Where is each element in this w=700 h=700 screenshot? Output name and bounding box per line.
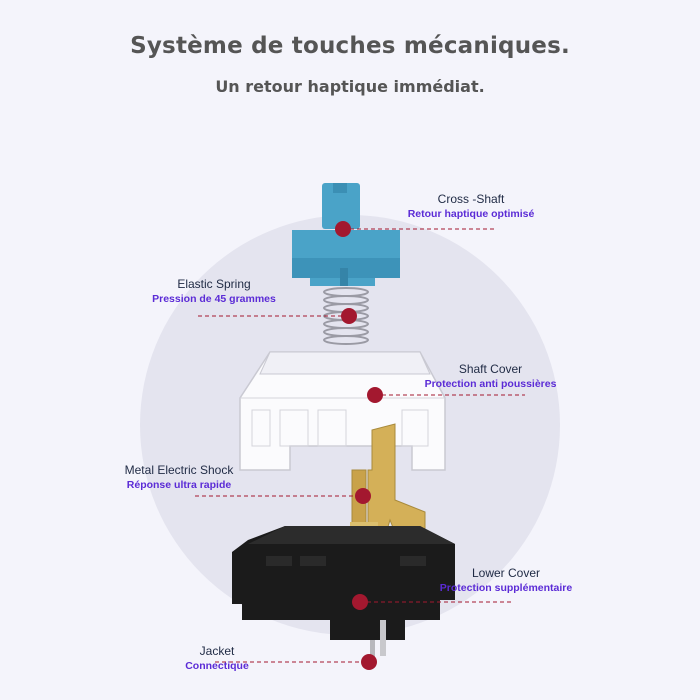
page-subtitle: Un retour haptique immédiat. bbox=[215, 77, 485, 96]
label-elastic-spring: Elastic Spring Pression de 45 grammes bbox=[148, 277, 280, 305]
marker-shaft-cover bbox=[367, 387, 383, 403]
leader-lines bbox=[195, 228, 525, 663]
lower-cover-part bbox=[232, 526, 455, 660]
lower-cover-desc: Protection supplémentaire bbox=[439, 582, 573, 594]
label-lower-cover: Lower Cover Protection supplémentaire bbox=[432, 566, 580, 594]
cross-shaft-part bbox=[292, 183, 400, 286]
marker-jacket bbox=[361, 654, 377, 670]
elastic-spring-name: Elastic Spring bbox=[177, 277, 251, 291]
label-jacket: Jacket Connectique bbox=[178, 644, 256, 672]
jacket-name: Jacket bbox=[199, 644, 235, 658]
label-metal-shock: Metal Electric Shock Réponse ultra rapid… bbox=[118, 463, 240, 491]
shaft-cover-part bbox=[239, 351, 446, 471]
marker-metal-shock bbox=[355, 488, 371, 504]
metal-shock-name: Metal Electric Shock bbox=[124, 463, 234, 477]
label-shaft-cover: Shaft Cover Protection anti poussières bbox=[418, 362, 563, 390]
elastic-spring-desc: Pression de 45 grammes bbox=[152, 293, 276, 305]
marker-elastic-spring bbox=[341, 308, 357, 324]
lower-cover-name: Lower Cover bbox=[471, 566, 541, 580]
cross-shaft-name: Cross -Shaft bbox=[437, 192, 505, 206]
shaft-cover-name: Shaft Cover bbox=[458, 362, 523, 376]
marker-cross-shaft bbox=[335, 221, 351, 237]
label-cross-shaft: Cross -Shaft Retour haptique optimisé bbox=[400, 192, 542, 220]
page-title: Système de touches mécaniques. bbox=[130, 33, 570, 59]
metal-shock-desc: Réponse ultra rapide bbox=[126, 479, 232, 491]
shaft-cover-desc: Protection anti poussières bbox=[424, 378, 557, 390]
jacket-desc: Connectique bbox=[185, 660, 249, 672]
cross-shaft-desc: Retour haptique optimisé bbox=[407, 208, 535, 220]
markers bbox=[335, 221, 383, 670]
marker-lower-cover bbox=[352, 594, 368, 610]
